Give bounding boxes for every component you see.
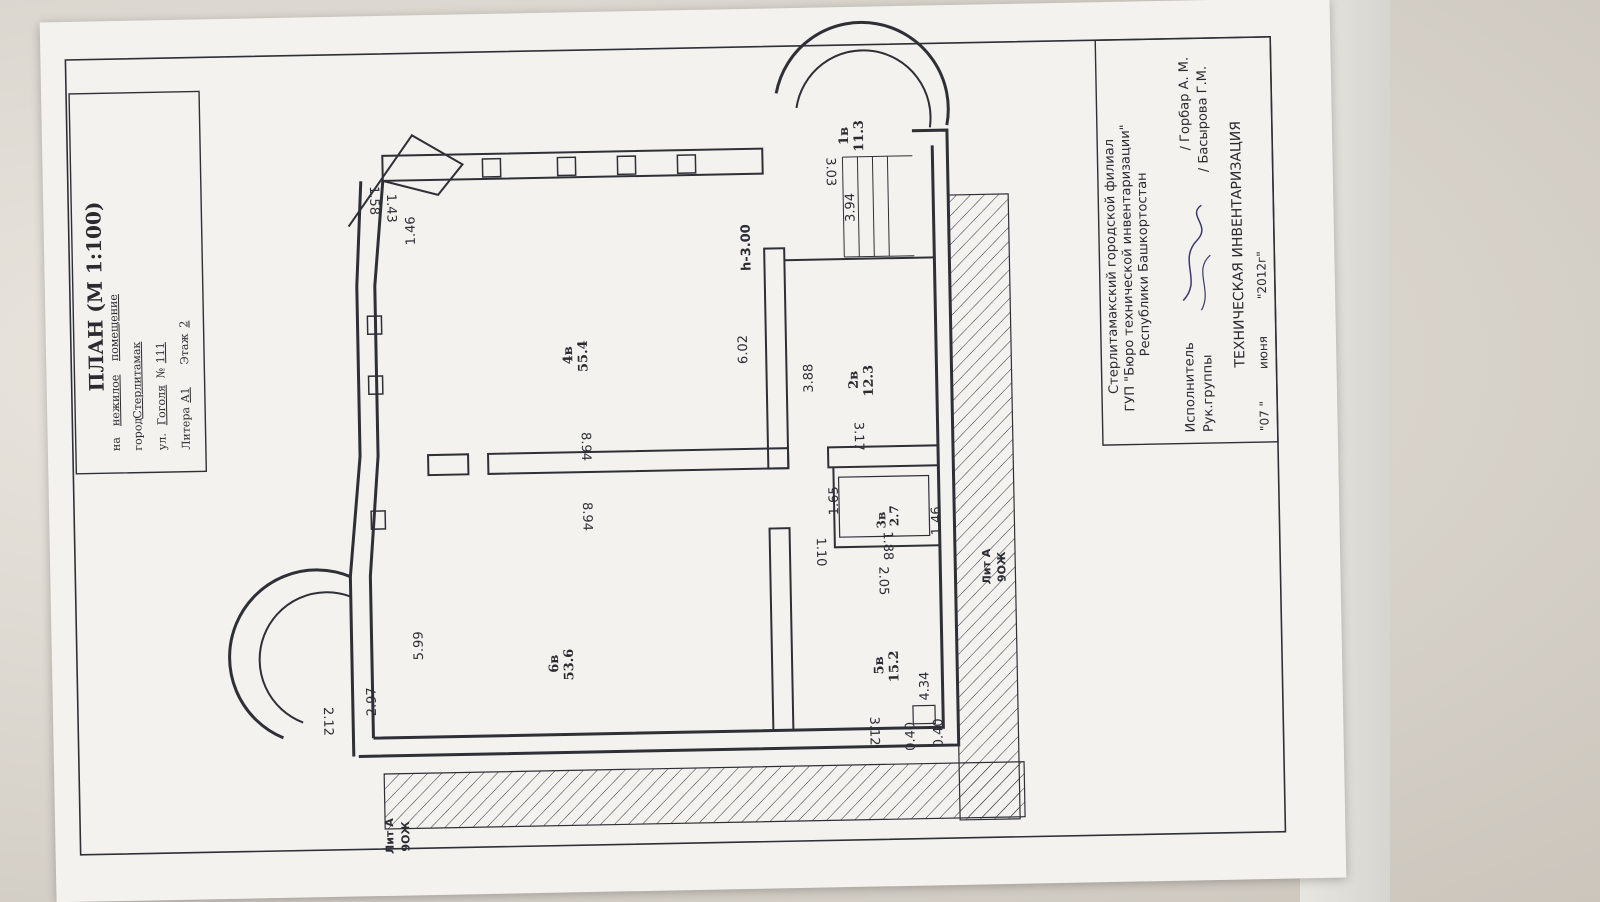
room-6-id: 6в: [546, 654, 563, 673]
dim-3-94: 3.94: [843, 192, 859, 223]
dim-1-10: 1.10: [812, 537, 829, 567]
floor-plan: [228, 20, 1026, 830]
dim-0-40-b: 0.40: [931, 718, 947, 748]
signature: [1182, 204, 1211, 311]
lit-a-sub-2: 9ОЖ: [399, 820, 413, 852]
room-5-area: 15.2: [886, 650, 903, 683]
dim-3-17: 3.17: [850, 421, 867, 451]
dim-1-58: 1.58: [365, 185, 382, 216]
dim-5-99: 5.99: [411, 631, 427, 661]
dim-2-12: 2.12: [319, 706, 336, 737]
dim-1-65: 1.65: [826, 486, 843, 516]
stamp-head-label: Рук.группы: [1200, 354, 1217, 433]
dim-4-34: 4.34: [917, 671, 933, 701]
room-4-id: 4в: [560, 346, 577, 365]
dim-h-3-00: h-3.00: [738, 224, 755, 272]
dim-2-05: 2.05: [875, 566, 891, 596]
dim-2-97: 2.97: [364, 687, 381, 717]
stamp-date-day: "07 ": [1257, 400, 1272, 432]
stamp-head-name: / Басырова Г.М.: [1194, 65, 1212, 173]
dim-1-46-top: 1.46: [403, 216, 420, 246]
dim-8-94-b: 8.94: [578, 501, 595, 532]
stamp-executor-label: Исполнитель: [1182, 342, 1199, 433]
lit-a-sub-1: 9ОЖ: [995, 551, 1009, 583]
room-2-area: 12.3: [861, 364, 878, 397]
room-2-id: 2в: [846, 370, 862, 390]
room-1-area: 11.3: [851, 119, 868, 152]
dim-3-03: 3.03: [822, 157, 838, 187]
stamp-date-month: июня: [1255, 335, 1271, 370]
dim-0-40-a: 0.40: [903, 721, 919, 752]
dim-1-88: 1.88: [879, 531, 896, 561]
room-6-area: 53.6: [561, 648, 578, 681]
lit-a-label-1: Лит А: [979, 548, 994, 585]
dim-3-12: 3.12: [866, 716, 882, 746]
room-5-id: 5в: [871, 656, 888, 675]
lit-a-label-2: Лит А: [383, 818, 397, 855]
room-1-id: 1в: [836, 126, 853, 146]
document-sheet: ПЛАН (М 1:100) на нежилое помещение горо…: [39, 0, 1347, 902]
dim-6-02: 6.02: [735, 334, 752, 365]
stamp-date-year: "2012г": [1254, 251, 1270, 300]
stamp-executor-name: / Горбар А. М.: [1176, 56, 1194, 151]
dim-3-88: 3.88: [801, 363, 817, 393]
room-4-area: 55.4: [575, 340, 592, 373]
dim-8-94-a: 8.94: [577, 431, 594, 462]
room-3-area: 2.7: [887, 505, 902, 527]
drawing-frame: [64, 36, 1287, 856]
dim-1-46-b: 1.46: [929, 506, 945, 536]
dim-1-43: 1.43: [383, 193, 399, 223]
